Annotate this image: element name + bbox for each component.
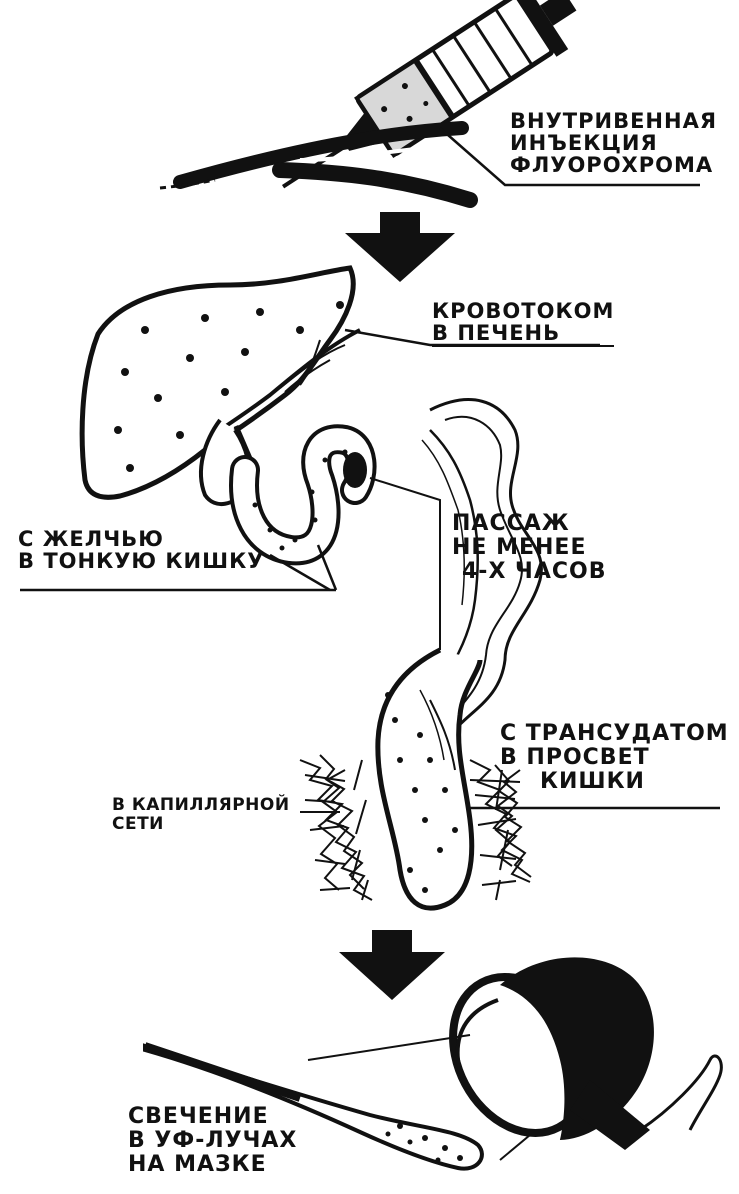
glow-line-3: НА МАЗКЕ (128, 1153, 297, 1177)
glow-line-1: СВЕЧЕНИЕ (128, 1105, 297, 1129)
bile-line-2: В ТОНКУЮ КИШКУ (18, 550, 264, 572)
passage-label: ПАССАЖ НЕ МЕНЕЕ 4-х ЧАСОВ (452, 512, 606, 584)
passage-line-2: НЕ МЕНЕЕ (452, 536, 606, 560)
capillary-line-1: В КАПИЛЛЯРНОЙ (112, 796, 290, 815)
injection-line-3: ФЛУОРОХРОМА (510, 154, 717, 176)
capillary-line-2: СЕТИ (112, 815, 290, 834)
injection-line-1: ВНУТРИВЕННАЯ (510, 110, 717, 132)
transudate-line-1: С ТРАНСУДАТОМ (500, 722, 729, 746)
passage-line-3: 4-х ЧАСОВ (452, 560, 606, 584)
bile-line-1: С ЖЕЛЧЬЮ (18, 528, 264, 550)
bloodstream-line-1: КРОВОТОКОМ (432, 300, 614, 322)
injection-label: ВНУТРИВЕННАЯ ИНЪЕКЦИЯ ФЛУОРОХРОМА (510, 110, 717, 176)
bloodstream-line-2: В ПЕЧЕНЬ (432, 322, 614, 347)
capillary-label: В КАПИЛЛЯРНОЙ СЕТИ (112, 796, 290, 834)
bloodstream-label: КРОВОТОКОМ В ПЕЧЕНЬ (432, 300, 614, 347)
injection-line-2: ИНЪЕКЦИЯ (510, 132, 717, 154)
passage-line-1: ПАССАЖ (452, 512, 606, 536)
arrow-down-icon (339, 930, 445, 1000)
arrow-down-icon (345, 212, 455, 282)
transudate-line-3: КИШКИ (500, 770, 729, 794)
bile-label: С ЖЕЛЧЬЮ В ТОНКУЮ КИШКУ (18, 528, 264, 572)
glow-line-2: В УФ-ЛУЧАХ (128, 1129, 297, 1153)
transudate-label: С ТРАНСУДАТОМ В ПРОСВЕТ КИШКИ (500, 722, 729, 794)
transudate-line-2: В ПРОСВЕТ (500, 746, 729, 770)
glow-label: СВЕЧЕНИЕ В УФ-ЛУЧАХ НА МАЗКЕ (128, 1105, 297, 1177)
